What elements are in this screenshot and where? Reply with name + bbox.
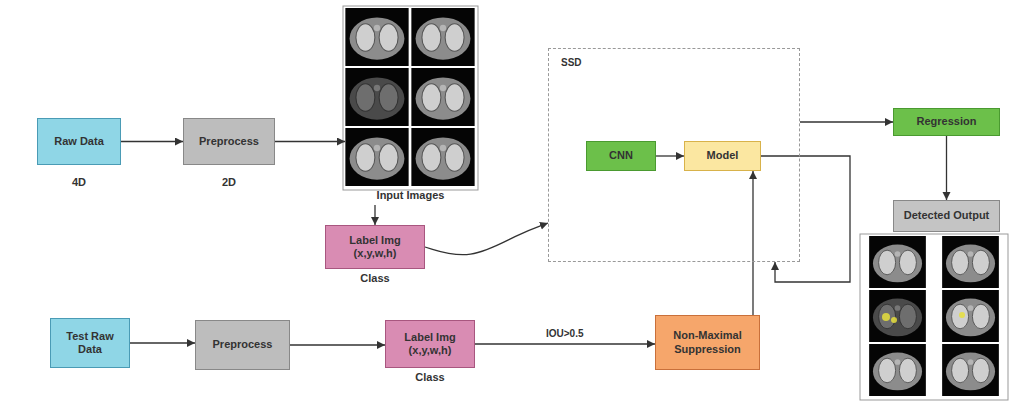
sub-label: Class — [386, 371, 474, 384]
grid-frame — [343, 6, 478, 190]
flow-arrow — [275, 141, 345, 142]
ct-slice — [345, 68, 408, 126]
flow-arrow — [374, 205, 375, 225]
process-box: Regression — [893, 108, 1000, 136]
ct-slice — [411, 68, 474, 126]
box-label: Test Raw Data — [56, 330, 124, 356]
flow-arrow — [290, 344, 385, 345]
image-grid: Input Images — [345, 8, 476, 205]
edge-label: IOU>0.5 — [544, 328, 586, 339]
flow-arrow — [656, 155, 684, 156]
process-box: CNN — [586, 141, 656, 171]
box-label: CNN — [609, 149, 633, 162]
ct-slice — [345, 128, 408, 186]
detection-mark — [891, 317, 897, 323]
ct-slice — [411, 128, 474, 186]
flow-arrow — [752, 171, 753, 315]
flow-arrow — [425, 223, 548, 255]
ct-slice — [869, 290, 926, 342]
ct-slice — [942, 290, 999, 342]
flow-arrow — [475, 343, 655, 344]
box-label: Preprocess — [199, 135, 259, 148]
ssd-group: CNN Model SSD — [548, 48, 800, 262]
box-label: Label Img (x,y,w,h) — [331, 234, 419, 260]
box-label: Input Images — [377, 189, 445, 202]
model-box: Model — [684, 141, 761, 171]
box-label: Detected Output — [904, 209, 990, 222]
data-box: Raw Data4D — [37, 118, 121, 165]
flow-arrow — [121, 141, 183, 142]
flow-arrow — [761, 156, 850, 282]
ct-slice — [869, 344, 926, 396]
flow-arrow — [800, 121, 893, 122]
data-box: Test Raw Data — [50, 318, 130, 368]
sub-label: Class — [326, 272, 424, 285]
process-box: Non-Maximal Suppression — [655, 315, 760, 370]
box-label: Model — [707, 149, 739, 162]
flow-arrow — [130, 342, 195, 343]
sub-label: 4D — [38, 176, 120, 189]
box-label: Raw Data — [54, 135, 104, 148]
box-label: Label Img (x,y,w,h) — [391, 331, 469, 357]
label-box: Label Img (x,y,w,h)Class — [325, 225, 425, 269]
detection-mark — [882, 313, 890, 321]
flow-arrow — [946, 136, 947, 200]
group-title: SSD — [561, 57, 582, 69]
ct-slice — [869, 236, 926, 288]
label-box: Label Img (x,y,w,h)Class — [385, 320, 475, 368]
ct-slice — [345, 8, 408, 66]
input-grid — [343, 6, 478, 190]
process-box: Preprocess2D — [183, 118, 275, 165]
detection-mark — [959, 312, 965, 318]
ct-slice — [942, 344, 999, 396]
ct-slice — [411, 8, 474, 66]
ct-slice — [942, 236, 999, 288]
output-grid — [860, 234, 1008, 400]
process-box: Preprocess — [195, 320, 290, 370]
sub-label: 2D — [184, 176, 274, 189]
box-label: Regression — [917, 115, 977, 128]
box-label: Non-Maximal Suppression — [661, 329, 754, 355]
grid-frame — [860, 234, 1008, 400]
output-box: Detected Output — [893, 200, 1000, 232]
box-label: Preprocess — [213, 338, 273, 351]
